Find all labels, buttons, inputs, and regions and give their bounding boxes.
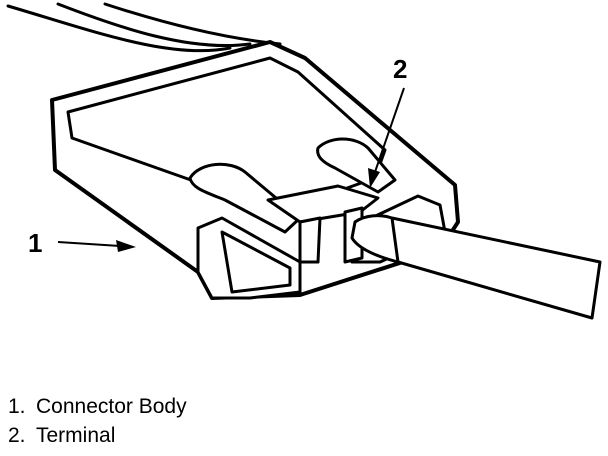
callout-2-arrowhead (368, 168, 380, 188)
callout-1: 1 (28, 228, 136, 258)
legend-label: Connector Body (36, 395, 187, 418)
legend-item-connector-body: 1. Connector Body (8, 392, 598, 421)
legend: 1. Connector Body 2. Terminal (8, 392, 598, 450)
connector-illustration: 1 2 (6, 2, 602, 320)
wire-harness (6, 2, 282, 53)
callout-1-leader (57, 241, 121, 247)
legend-label: Terminal (36, 424, 116, 447)
legend-item-terminal: 2. Terminal (8, 421, 598, 450)
callout-1-number: 1 (28, 228, 42, 258)
callout-1-arrowhead (116, 240, 136, 252)
callout-2: 2 (368, 54, 407, 188)
terminal (350, 214, 602, 320)
legend-number: 2. (8, 424, 26, 447)
legend-number: 1. (8, 395, 26, 418)
callout-2-leader (374, 87, 405, 173)
callout-2-number: 2 (393, 54, 407, 84)
